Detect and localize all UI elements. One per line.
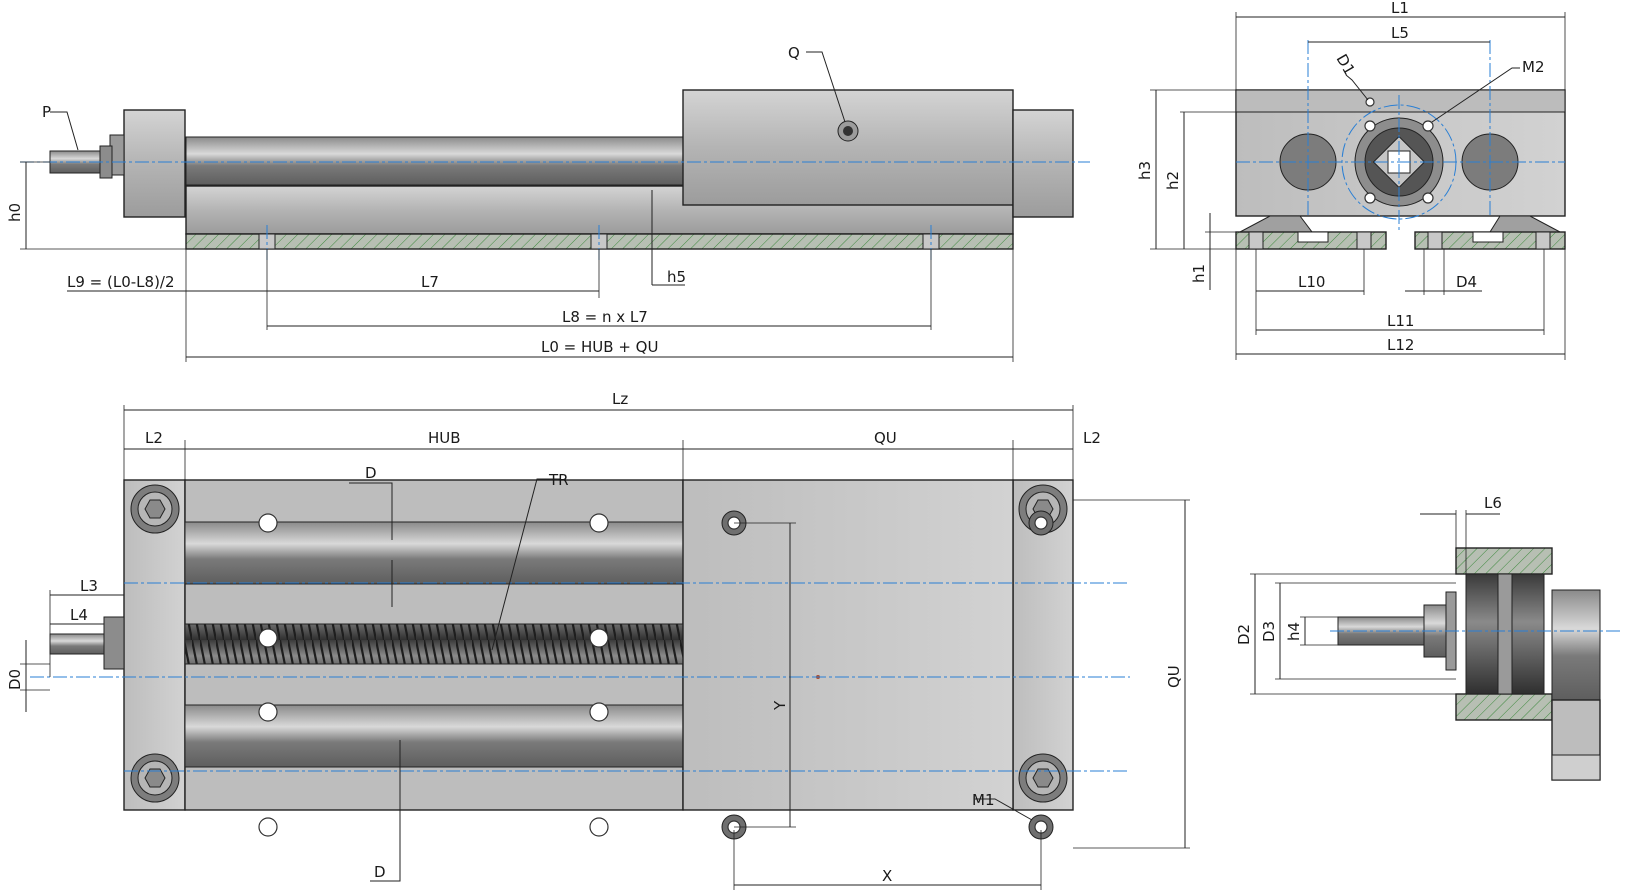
label-D2: D2: [1235, 624, 1253, 645]
label-Q: Q: [788, 44, 800, 62]
label-D-bottom: D: [374, 863, 386, 881]
label-L2-right: L2: [1083, 429, 1101, 447]
label-D0: D0: [6, 669, 24, 690]
label-D-top: D: [365, 464, 377, 482]
label-TR: TR: [548, 471, 569, 489]
label-h4: h4: [1285, 622, 1303, 641]
top-view: Lz L2 HUB QU L2 D TR L3 L4 D0 Y QU M1 D …: [6, 390, 1190, 890]
lead-screw: [184, 623, 684, 665]
label-L9: L9 = (L0-L8)/2: [67, 273, 175, 291]
carriage: [682, 89, 1014, 206]
label-L4: L4: [70, 606, 88, 624]
label-D1: D1: [1333, 51, 1359, 78]
section-detail-view: L6 D2 D3 h4: [1235, 494, 1620, 781]
end-block-right: [1012, 109, 1074, 218]
label-L12: L12: [1387, 336, 1414, 354]
guide-rod: [185, 136, 684, 186]
detail-bracket: [1551, 589, 1601, 701]
top-rod-upper: [184, 521, 684, 585]
label-L10: L10: [1298, 273, 1325, 291]
label-L7: L7: [421, 273, 439, 291]
label-L1: L1: [1391, 0, 1409, 17]
label-L0: L0 = HUB + QU: [541, 338, 658, 356]
detail-housing-top: [1455, 547, 1553, 575]
top-carriage: [682, 479, 1014, 811]
label-L2-left: L2: [145, 429, 163, 447]
label-Lz: Lz: [612, 390, 628, 408]
label-D4: D4: [1456, 273, 1477, 291]
label-h3: h3: [1136, 161, 1154, 180]
detail-bearing-2: [1511, 573, 1545, 695]
front-view: P Q h0 h5 L9 = (L0-L8)/2 L7 L8 = n x L7 …: [6, 44, 1090, 362]
label-L5: L5: [1391, 24, 1409, 42]
detail-bearing-1: [1465, 573, 1499, 695]
label-M2: M2: [1522, 58, 1545, 76]
label-HUB: HUB: [428, 429, 461, 447]
label-L3: L3: [80, 577, 98, 595]
detail-housing-bottom: [1455, 693, 1553, 721]
end-block-left: [123, 109, 186, 218]
label-h2: h2: [1164, 171, 1182, 190]
label-D3: D3: [1260, 621, 1278, 642]
label-L11: L11: [1387, 312, 1414, 330]
label-X: X: [882, 867, 892, 885]
top-input-shaft: [49, 633, 106, 655]
label-Y: Y: [771, 700, 789, 711]
label-P: P: [42, 103, 51, 121]
label-h5: h5: [667, 268, 686, 286]
label-QU-side: QU: [1165, 665, 1183, 688]
label-L6: L6: [1484, 494, 1502, 512]
end-view: L1 L5 D1 M2 h3 h2 h1 L10 D4 L11 L12: [1136, 0, 1566, 360]
label-L8: L8 = n x L7: [562, 308, 648, 326]
label-h1: h1: [1190, 264, 1208, 283]
label-M1: M1: [972, 791, 995, 809]
label-h0: h0: [6, 203, 24, 222]
label-QU-top: QU: [874, 429, 897, 447]
